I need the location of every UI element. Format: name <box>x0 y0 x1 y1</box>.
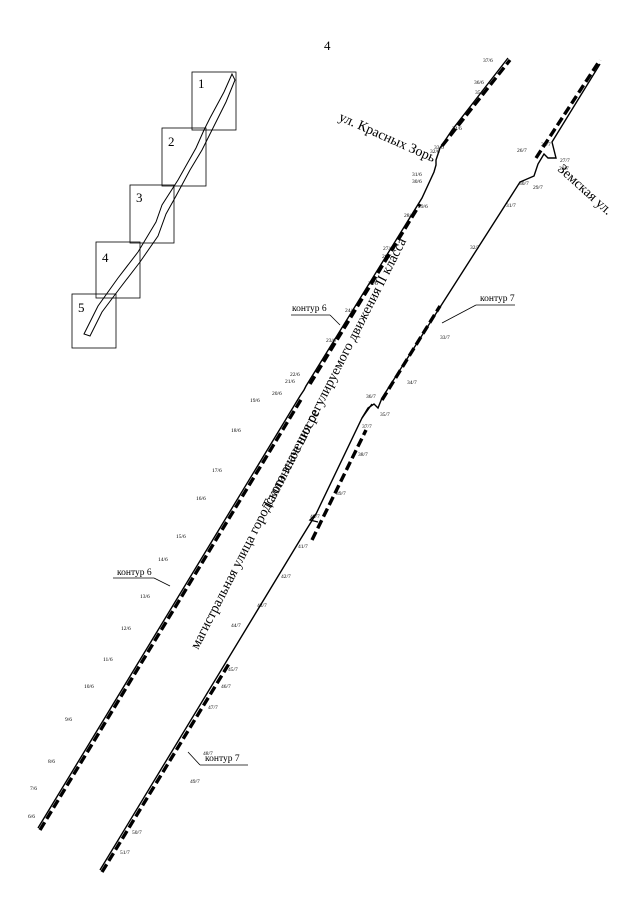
point-label-28-7: 28/7 <box>559 166 569 172</box>
point-label-14-6: 14/6 <box>158 557 168 563</box>
point-label-9-6: 9/6 <box>65 717 72 723</box>
point-label-51-7: 51/7 <box>120 850 130 856</box>
point-label-7-6: 7/6 <box>30 786 37 792</box>
point-label-22-6: 22/6 <box>290 372 300 378</box>
contour-6-label-top: контур 6 <box>291 304 341 326</box>
contour-6-line <box>37 57 509 829</box>
point-label-10-6: 10/6 <box>84 684 94 690</box>
point-label-23-6: 23/6 <box>326 338 336 344</box>
index-road-outline <box>83 72 236 337</box>
index-label-2: 2 <box>168 134 175 149</box>
point-label-8-6: 8/6 <box>48 759 55 765</box>
contour-7-notch <box>308 403 373 523</box>
point-label-33-7: 33/7 <box>440 335 450 341</box>
point-label-34-6: 34/6 <box>452 126 462 132</box>
contour-6-dashed <box>38 58 512 831</box>
point-label-15-6: 15/6 <box>176 534 186 540</box>
contour-6-label-bottom: контур 6 <box>113 568 171 587</box>
point-label-29-6: 29/6 <box>418 204 428 210</box>
point-label-48-7: 48/7 <box>203 751 213 757</box>
point-label-19-6: 19/6 <box>250 398 260 404</box>
index-label-5: 5 <box>78 300 85 315</box>
point-label-12-6: 12/6 <box>121 626 131 632</box>
point-label-11-6: 11/6 <box>103 657 113 663</box>
point-label-45-7: 45/7 <box>228 667 238 673</box>
point-label-16-6: 16/6 <box>196 496 206 502</box>
point-label-26-7: 26/7 <box>517 148 527 154</box>
point-label-41-7: 41/7 <box>298 544 308 550</box>
point-label-36-6: 36/6 <box>474 80 484 86</box>
street-category: магистральная улица городского значения … <box>188 235 410 652</box>
point-label-43-7: 43/7 <box>257 603 267 609</box>
point-label-29-7: 29/7 <box>533 185 543 191</box>
point-label-49-7: 49/7 <box>190 779 200 785</box>
point-label-33-6: 33/6 <box>434 145 444 151</box>
contour-7-label-text: контур 7 <box>480 294 515 304</box>
contour-6-point-labels: 6/6 7/6 8/6 9/6 10/6 11/6 12/6 13/6 14/6 15/6 16/6… <box>28 58 493 820</box>
point-label-25-7: 25/7 <box>541 142 551 148</box>
index-frame-2 <box>161 127 207 187</box>
point-label-25-6: 25/6 <box>368 281 378 287</box>
contour-7-label-top: контур 7 <box>441 294 515 324</box>
index-frame-5 <box>71 293 117 349</box>
street-krasnykh-zor: ул. Красных Зорь <box>336 110 437 166</box>
contour-7-label-bottom: контур 7 <box>187 751 248 766</box>
point-label-32-7: 32/7 <box>470 245 480 251</box>
point-label-18-6: 18/6 <box>231 428 241 434</box>
point-label-27-7: 27/7 <box>560 158 570 164</box>
point-label-31-6: 31/6 <box>412 172 422 178</box>
contour-7-label-text-2: контур 7 <box>205 754 240 764</box>
point-label-34-7: 34/7 <box>407 380 417 386</box>
index-frame-1 <box>191 71 237 131</box>
index-label-3: 3 <box>136 190 143 205</box>
point-label-40-7: 40/7 <box>310 514 320 520</box>
contour-6-label-text: контур 6 <box>292 304 327 314</box>
index-frame-4 <box>95 241 141 299</box>
contour-6-label-text-2: контур 6 <box>117 568 152 578</box>
point-label-50-7: 50/7 <box>132 830 142 836</box>
contour-7-point-labels: 51/7 50/7 49/7 48/7 47/7 46/7 45/7 44/7 43/7 42/7… <box>120 142 570 856</box>
point-label-31-7: 31/7 <box>506 203 516 209</box>
index-frame-3 <box>129 184 175 244</box>
sheet-number: 4 <box>324 38 331 53</box>
point-label-6-6: 6/6 <box>28 814 35 820</box>
point-label-36-7: 36/7 <box>366 394 376 400</box>
point-label-32-6: 32/6 <box>430 149 440 155</box>
point-label-30-7: 30/7 <box>519 181 529 187</box>
point-label-30-6: 30/6 <box>412 179 422 185</box>
point-label-17-6: 17/6 <box>212 468 222 474</box>
point-label-47-7: 47/7 <box>208 705 218 711</box>
point-label-37-7: 37/7 <box>362 424 372 430</box>
contour-7-dashed <box>100 59 602 873</box>
point-label-24-6: 24/6 <box>345 308 355 314</box>
point-label-35-6: 35/6 <box>475 90 485 96</box>
point-label-26-6: 26/6 <box>382 254 392 260</box>
index-map: 1 2 3 4 5 <box>71 71 237 349</box>
point-label-13-6: 13/6 <box>140 594 150 600</box>
point-label-35-7: 35/7 <box>380 412 390 418</box>
contour-7-line <box>99 63 601 871</box>
point-label-37-6: 37/6 <box>483 58 493 64</box>
index-label-1: 1 <box>198 76 205 91</box>
point-label-39-7: 39/7 <box>336 491 346 497</box>
point-label-46-7: 46/7 <box>221 684 231 690</box>
point-label-42-7: 42/7 <box>281 574 291 580</box>
contour-6 <box>37 57 512 831</box>
point-label-21-6: 21/6 <box>285 379 295 385</box>
point-label-20-6: 20/6 <box>272 391 282 397</box>
point-label-38-7: 38/7 <box>358 452 368 458</box>
contour-7 <box>99 59 602 873</box>
index-label-4: 4 <box>102 250 109 265</box>
point-label-27-6: 27/6 <box>383 246 393 252</box>
point-label-44-7: 44/7 <box>231 623 241 629</box>
point-label-28-6: 28/6 <box>404 213 414 219</box>
